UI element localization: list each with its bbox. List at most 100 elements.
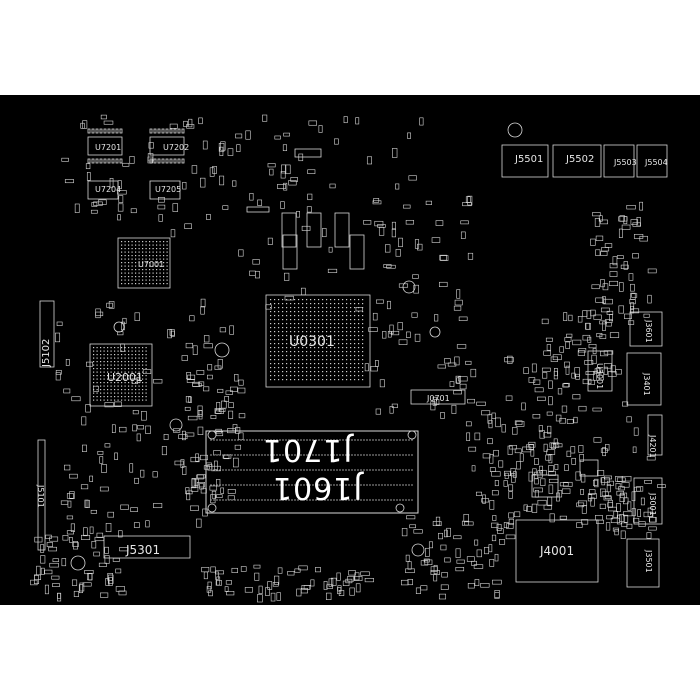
bga-ball (145, 265, 147, 267)
bga-ball (93, 347, 95, 349)
bga-ball (322, 319, 324, 321)
smd-component (348, 570, 356, 576)
smd-component (326, 584, 333, 589)
bga-ball (121, 283, 123, 285)
bga-ball (326, 315, 328, 317)
bga-ball (93, 375, 95, 377)
bga-ball (342, 359, 344, 361)
bga-ball (110, 396, 112, 398)
smd-component (557, 388, 563, 395)
smd-component (115, 568, 122, 574)
bga-ball (310, 351, 312, 353)
smd-component (181, 355, 188, 361)
bga-ball (286, 343, 288, 345)
mosfet (282, 234, 298, 270)
smd-component (543, 443, 548, 452)
smd-component (467, 252, 474, 260)
smd-component (145, 425, 151, 434)
smd-component (191, 165, 198, 174)
bga-ball (362, 323, 364, 325)
bga-ball (350, 319, 352, 321)
bga-ball (286, 303, 288, 305)
smd-component (630, 283, 635, 292)
bga-ball (156, 272, 158, 274)
bga-ball (110, 399, 112, 401)
bga-ball (358, 323, 360, 325)
bga-ball (326, 303, 328, 305)
smd-component (114, 452, 118, 460)
smd-component (217, 359, 223, 369)
smd-component (196, 518, 202, 528)
bga-ball (346, 311, 348, 313)
smd-component (534, 458, 539, 465)
bga-ball (107, 399, 109, 401)
smd-component (84, 570, 94, 575)
bga-ball (302, 319, 304, 321)
smd-component (616, 503, 621, 512)
smd-component (48, 546, 57, 552)
smd-component (470, 368, 477, 378)
bga-ball (121, 262, 123, 264)
bga-ball (159, 265, 161, 267)
smd-component (510, 467, 516, 477)
pin (157, 128, 161, 134)
bga-ball (142, 354, 144, 356)
bga-ball (131, 265, 133, 267)
smd-component (73, 541, 79, 550)
smd-component (296, 211, 300, 218)
bga-ball (124, 283, 126, 285)
smd-component (594, 368, 602, 374)
bga-ball (278, 371, 280, 373)
bga-ball (282, 327, 284, 329)
smd-component (274, 135, 281, 140)
bga-ball (338, 351, 340, 353)
bga-ball (350, 371, 352, 373)
bga-ball (100, 371, 102, 373)
bga-ball (117, 368, 119, 370)
bga-ball (358, 343, 360, 345)
smd-component (378, 226, 385, 236)
bga-ball (128, 389, 130, 391)
smd-component (604, 243, 613, 248)
bga-ball (302, 307, 304, 309)
bga-ball (100, 378, 102, 380)
bga-ball (270, 303, 272, 305)
bga-ball (142, 279, 144, 281)
bga-ball (114, 368, 116, 370)
smd-component (491, 471, 501, 477)
smd-component (420, 560, 429, 566)
bga-ball (121, 279, 123, 281)
smd-component (375, 360, 379, 367)
smd-component (595, 249, 601, 256)
smd-component (454, 356, 460, 366)
bga-ball (358, 371, 360, 373)
bga-ball (128, 371, 130, 373)
smd-component (336, 572, 341, 581)
bga-ball (107, 364, 109, 366)
bga-ball (135, 269, 137, 271)
bga-ball (124, 265, 126, 267)
bga-ball (338, 331, 340, 333)
bga-ball (121, 357, 123, 359)
smd-component (331, 577, 337, 586)
bga-ball (358, 311, 360, 313)
smd-component (195, 453, 199, 462)
bga-ball (322, 327, 324, 329)
bga-ball (302, 327, 304, 329)
bga-ball (93, 378, 95, 380)
smd-component (630, 219, 639, 225)
bga-ball (100, 375, 102, 377)
smd-component (300, 287, 306, 296)
bga-ball (282, 371, 284, 373)
bga-ball (330, 375, 332, 377)
pin (95, 158, 99, 164)
smd-component (432, 521, 442, 527)
bga-ball (124, 258, 126, 260)
bga-ball (358, 367, 360, 369)
bga-ball (286, 299, 288, 301)
bga-ball (358, 347, 360, 349)
smd-component (228, 402, 234, 408)
smd-component (458, 316, 468, 321)
bga-ball (149, 255, 151, 257)
bga-ball (110, 368, 112, 370)
